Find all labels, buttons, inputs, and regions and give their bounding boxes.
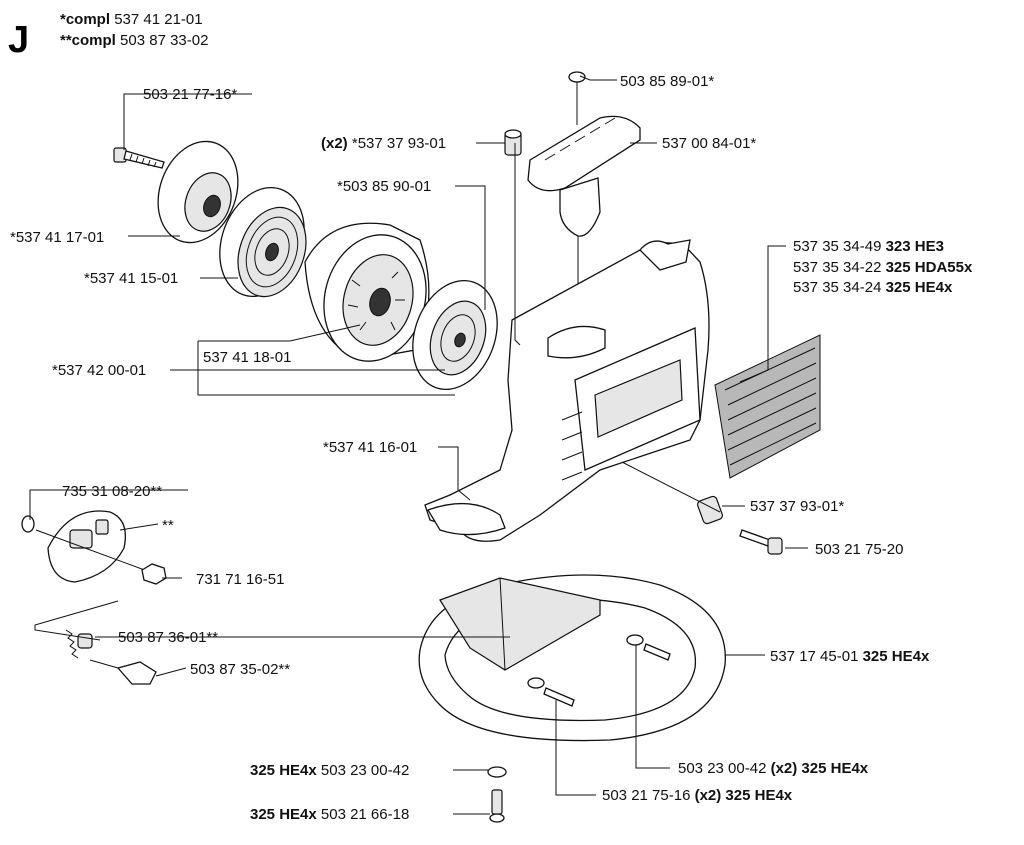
label-c15: ** — [162, 517, 174, 534]
sleeve-part-top — [504, 129, 522, 156]
bolt-part — [113, 147, 165, 169]
label-c12: *537 42 00-01 — [52, 362, 146, 379]
leader-lines — [29, 75, 808, 815]
spring-disc-part — [412, 279, 498, 391]
label-c21: 537 17 45-01 325 HE4x — [770, 648, 930, 665]
starter-housing-part — [424, 239, 710, 542]
label-c4: 503 21 77-16* — [143, 86, 237, 103]
label-c25: 325 HE4x 503 21 66-18 — [250, 806, 409, 823]
label-c19: 503 87 36-01** — [118, 629, 218, 646]
switch-cover-part — [21, 510, 167, 585]
label-c6: *537 41 17-01 — [10, 229, 104, 246]
label-c10: 537 35 34-24 325 HE4x — [793, 279, 953, 296]
compl-line-1: *compl 537 41 21-01 — [60, 11, 203, 28]
label-c8: 537 35 34-49 323 HE3 — [793, 238, 944, 255]
label-c18: 503 21 75-20 — [815, 541, 903, 558]
base-guard-part — [418, 574, 726, 742]
label-c23: 503 23 00-42 (x2) 325 HE4x — [678, 760, 869, 777]
spring-cassette-part — [219, 186, 307, 298]
label-c16: 537 37 93-01* — [750, 498, 844, 515]
starter-handle-part — [527, 71, 641, 318]
label-c13: *537 41 16-01 — [323, 439, 417, 456]
label-c3: 537 00 84-01* — [662, 135, 756, 152]
pulley-part — [157, 140, 239, 244]
decal-sheet-part — [714, 334, 821, 479]
callout-labels: 503 85 89-01* (x2) *537 37 93-01 537 00 … — [10, 73, 973, 823]
compl-line-2: **compl 503 87 33-02 — [60, 32, 208, 49]
label-c5: *503 85 90-01 — [337, 178, 431, 195]
section-letter: J — [8, 19, 29, 61]
label-c1: 503 85 89-01* — [620, 73, 714, 90]
label-c7: *537 41 15-01 — [84, 270, 178, 287]
label-c22: 325 HE4x 503 23 00-42 — [250, 762, 409, 779]
label-c9: 537 35 34-22 325 HDA55x — [793, 259, 973, 276]
label-c24: 503 21 75-16 (x2) 325 HE4x — [602, 787, 793, 804]
label-c17: 731 71 16-51 — [196, 571, 284, 588]
label-c2: (x2) *537 37 93-01 — [321, 135, 446, 152]
label-c11: 537 41 18-01 — [203, 349, 291, 366]
label-c20: 503 87 35-02** — [190, 661, 290, 678]
label-c14: 735 31 08-20** — [62, 483, 162, 500]
washer-screws-part — [487, 634, 671, 823]
sleeve-part-right — [697, 495, 723, 525]
bolt-part-right — [739, 529, 783, 555]
